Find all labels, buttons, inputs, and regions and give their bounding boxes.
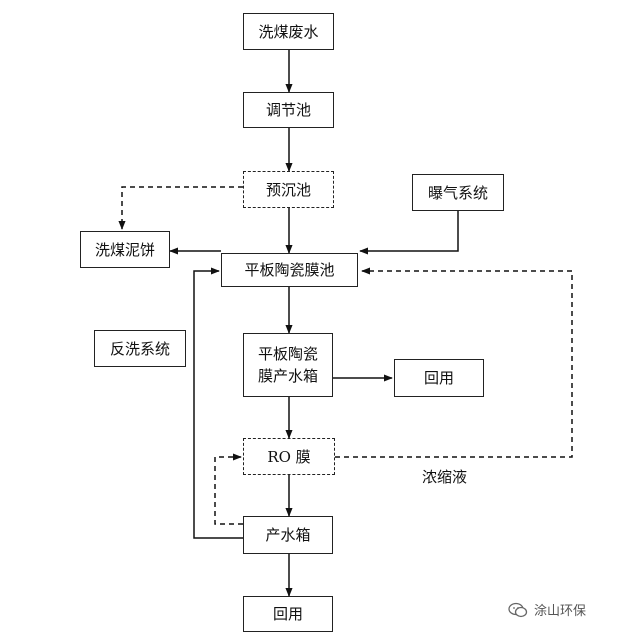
node-product-tank-label: 产水箱 [265,526,311,544]
node-reuse-2: 回用 [243,596,333,632]
node-ceramic-membrane-tank-label: 平板陶瓷膜池 [244,261,335,279]
node-product-tank: 产水箱 [243,516,333,554]
node-backwash-system: 反洗系统 [94,330,186,367]
arrow-final-tank-to-ro [214,453,243,525]
node-membrane-product-tank-line1: 平板陶瓷 [257,345,318,363]
arrow-concentrate-return [335,267,573,458]
node-reuse-1-label: 回用 [423,369,454,387]
label-concentrate: 浓缩液 [422,468,468,486]
watermark-text: 涂山环保 [534,604,587,619]
wechat-icon [508,602,528,618]
node-ro-membrane: RO 膜 [243,438,335,475]
node-coal-wastewater-label: 洗煤废水 [258,22,319,41]
node-reuse-1: 回用 [394,359,484,397]
arrow-backwash-return [193,267,243,539]
node-coal-filter-cake-label: 洗煤泥饼 [94,240,155,259]
arrow-aeration-to-membrane-tank [359,211,459,255]
node-membrane-product-tank: 平板陶瓷 膜产水箱 [243,333,333,397]
node-membrane-product-tank-line2: 膜产水箱 [257,367,318,385]
arrow-presettling-to-cake [118,186,243,230]
node-ceramic-membrane-tank: 平板陶瓷膜池 [221,253,358,287]
node-backwash-system-label: 反洗系统 [109,339,170,358]
node-pre-settling-tank-label: 预沉池 [265,180,311,199]
node-ro-membrane-label: RO 膜 [267,447,311,466]
node-aeration-system: 曝气系统 [412,174,504,211]
node-pre-settling-tank: 预沉池 [243,171,334,208]
node-coal-filter-cake: 洗煤泥饼 [80,231,170,268]
node-regulating-tank-label: 调节池 [265,101,311,119]
node-regulating-tank: 调节池 [243,92,334,128]
watermark: 涂山环保 [508,600,586,619]
node-reuse-2-label: 回用 [272,605,303,623]
node-aeration-system-label: 曝气系统 [427,183,488,202]
node-coal-wastewater: 洗煤废水 [243,13,334,50]
